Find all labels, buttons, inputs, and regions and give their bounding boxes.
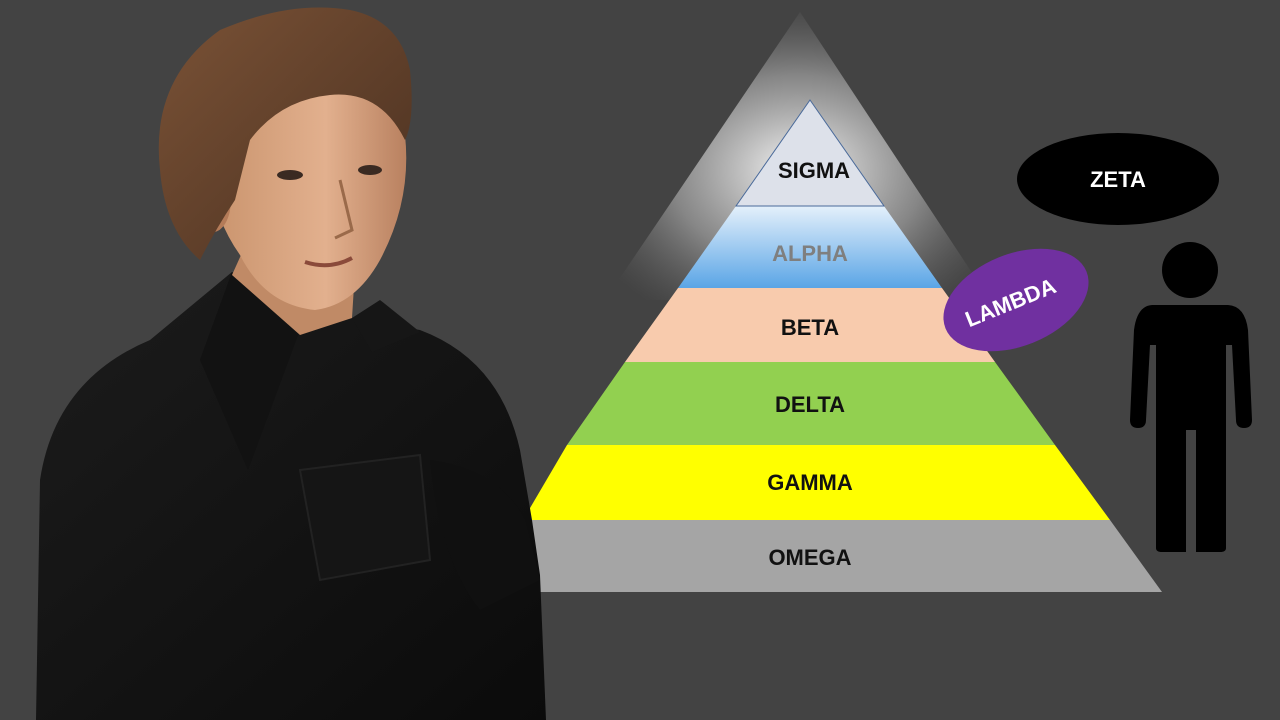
- tier-beta: BETA: [625, 288, 995, 362]
- tier-alpha-label: ALPHA: [772, 241, 848, 266]
- tier-gamma: GAMMA: [523, 445, 1110, 520]
- zeta-bubble: ZETA: [1017, 133, 1219, 225]
- tier-delta: DELTA: [567, 362, 1055, 445]
- tier-delta-label: DELTA: [775, 392, 845, 417]
- tier-sigma-label: SIGMA: [778, 158, 850, 183]
- tier-omega-label: OMEGA: [768, 545, 851, 570]
- man-photo: [36, 8, 546, 720]
- tier-omega: OMEGA: [523, 520, 1162, 592]
- tier-beta-label: BETA: [781, 315, 839, 340]
- zeta-bubble-label: ZETA: [1090, 167, 1146, 192]
- person-silhouette-icon: [1130, 242, 1252, 552]
- tier-gamma-label: GAMMA: [767, 470, 853, 495]
